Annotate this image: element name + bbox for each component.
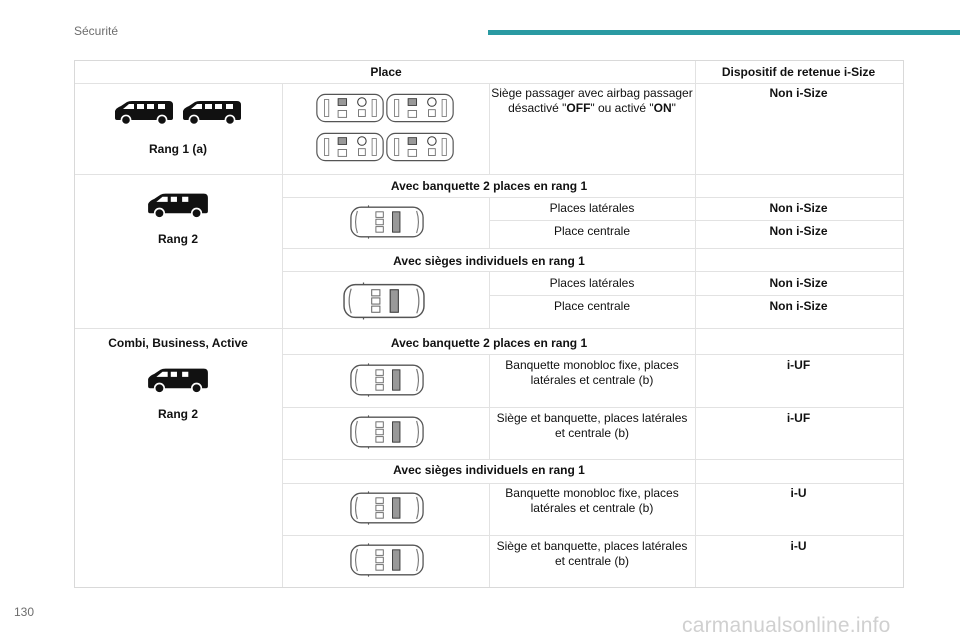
group-banquette: Avec banquette 2 places en rang 1 (390, 179, 588, 193)
column-divider (489, 197, 490, 249)
page-number: 130 (14, 605, 35, 619)
car-seat-diagram-icon (350, 542, 424, 578)
column-divider (489, 483, 490, 587)
a1-line2: latérales et centrale (b) (530, 373, 654, 387)
g2-lateral-label: Places latérales (549, 276, 635, 290)
a2-value: i-UF (786, 411, 811, 425)
place-rang2: Rang 2 (157, 232, 198, 246)
group-individual-seats: Avec sièges individuels en rang 1 (393, 254, 585, 268)
subrow-divider (283, 197, 903, 198)
van-icon (112, 98, 176, 126)
a1-value: i-UF (786, 358, 811, 372)
on-label: ON (653, 101, 672, 115)
subrow-divider (283, 459, 903, 460)
off-label: OFF (566, 101, 591, 115)
g1-lateral-value: Non i-Size (769, 201, 828, 215)
b1-description: Banquette monobloc fixe, places latérale… (489, 486, 695, 516)
a2-description: Siège et banquette, places latérales et … (489, 411, 695, 441)
front-seat-diagram-icon (316, 92, 384, 124)
g2-central-value: Non i-Size (769, 299, 828, 313)
van-icon (145, 191, 211, 219)
group-individual-seats-2: Avec sièges individuels en rang 1 (393, 463, 585, 477)
g2-lateral-value: Non i-Size (769, 276, 828, 290)
b1-line1: Banquette monobloc fixe, places (505, 486, 679, 500)
car-seat-diagram-icon (350, 362, 424, 398)
front-seat-diagram-icon (316, 131, 384, 163)
g1-lateral-label: Places latérales (549, 201, 635, 215)
a2-line2: et centrale (b) (554, 426, 630, 440)
i-size-table (74, 60, 904, 588)
header-accent-bar (488, 30, 960, 35)
car-seat-diagram-icon (343, 282, 425, 320)
a2-line1: Siège et banquette, places latérales (496, 411, 688, 425)
a1-line1: Banquette monobloc fixe, places (505, 358, 679, 372)
g1-central-label: Place centrale (553, 224, 631, 238)
column-header-place: Place (370, 65, 402, 79)
a1-description: Banquette monobloc fixe, places latérale… (489, 358, 695, 388)
text-part: " ou activé " (590, 101, 654, 115)
g1-central-value: Non i-Size (769, 224, 828, 238)
car-seat-diagram-icon (350, 204, 424, 240)
g2-central-label: Place centrale (553, 299, 631, 313)
row1-description: Siège passager avec airbag passager désa… (489, 86, 695, 116)
text-part: " (671, 101, 676, 115)
section-title: Sécurité (74, 24, 119, 38)
row1-value: Non i-Size (769, 86, 828, 100)
front-seat-diagram-icon (386, 92, 454, 124)
text-part: désactivé " (508, 101, 567, 115)
b2-line2: et centrale (b) (554, 554, 630, 568)
column-divider (695, 61, 696, 587)
row1-description-line1: Siège passager avec airbag passager (491, 86, 693, 100)
subrow-divider (283, 407, 903, 408)
place-rang1: Rang 1 (a) (148, 142, 207, 156)
front-seat-diagram-icon (386, 131, 454, 163)
car-seat-diagram-icon (350, 414, 424, 450)
column-divider (489, 354, 490, 460)
b2-line1: Siège et banquette, places latérales (496, 539, 688, 553)
van-icon (180, 98, 244, 126)
column-header-device: Dispositif de retenue i-Size (721, 65, 876, 79)
subrow-divider (283, 354, 903, 355)
versions-label: Combi, Business, Active (108, 336, 248, 350)
subrow-divider (283, 535, 903, 536)
place-rang2-combi: Rang 2 (157, 407, 198, 421)
group-banquette-2: Avec banquette 2 places en rang 1 (390, 336, 588, 350)
van-icon (145, 366, 211, 394)
watermark: carmanualsonline.info (682, 614, 891, 637)
subrow-divider (489, 220, 903, 221)
car-seat-diagram-icon (350, 490, 424, 526)
b2-description: Siège et banquette, places latérales et … (489, 539, 695, 569)
b2-value: i-U (790, 539, 807, 553)
b1-value: i-U (790, 486, 807, 500)
row1-description-line2: désactivé "OFF" ou activé "ON" (489, 101, 695, 116)
column-divider (489, 83, 490, 175)
b1-line2: latérales et centrale (b) (530, 501, 654, 515)
column-divider (282, 83, 283, 587)
subrow-divider (283, 483, 903, 484)
subrow-divider (283, 248, 903, 249)
subrow-divider (489, 295, 903, 296)
subrow-divider (283, 271, 903, 272)
column-divider (489, 271, 490, 329)
